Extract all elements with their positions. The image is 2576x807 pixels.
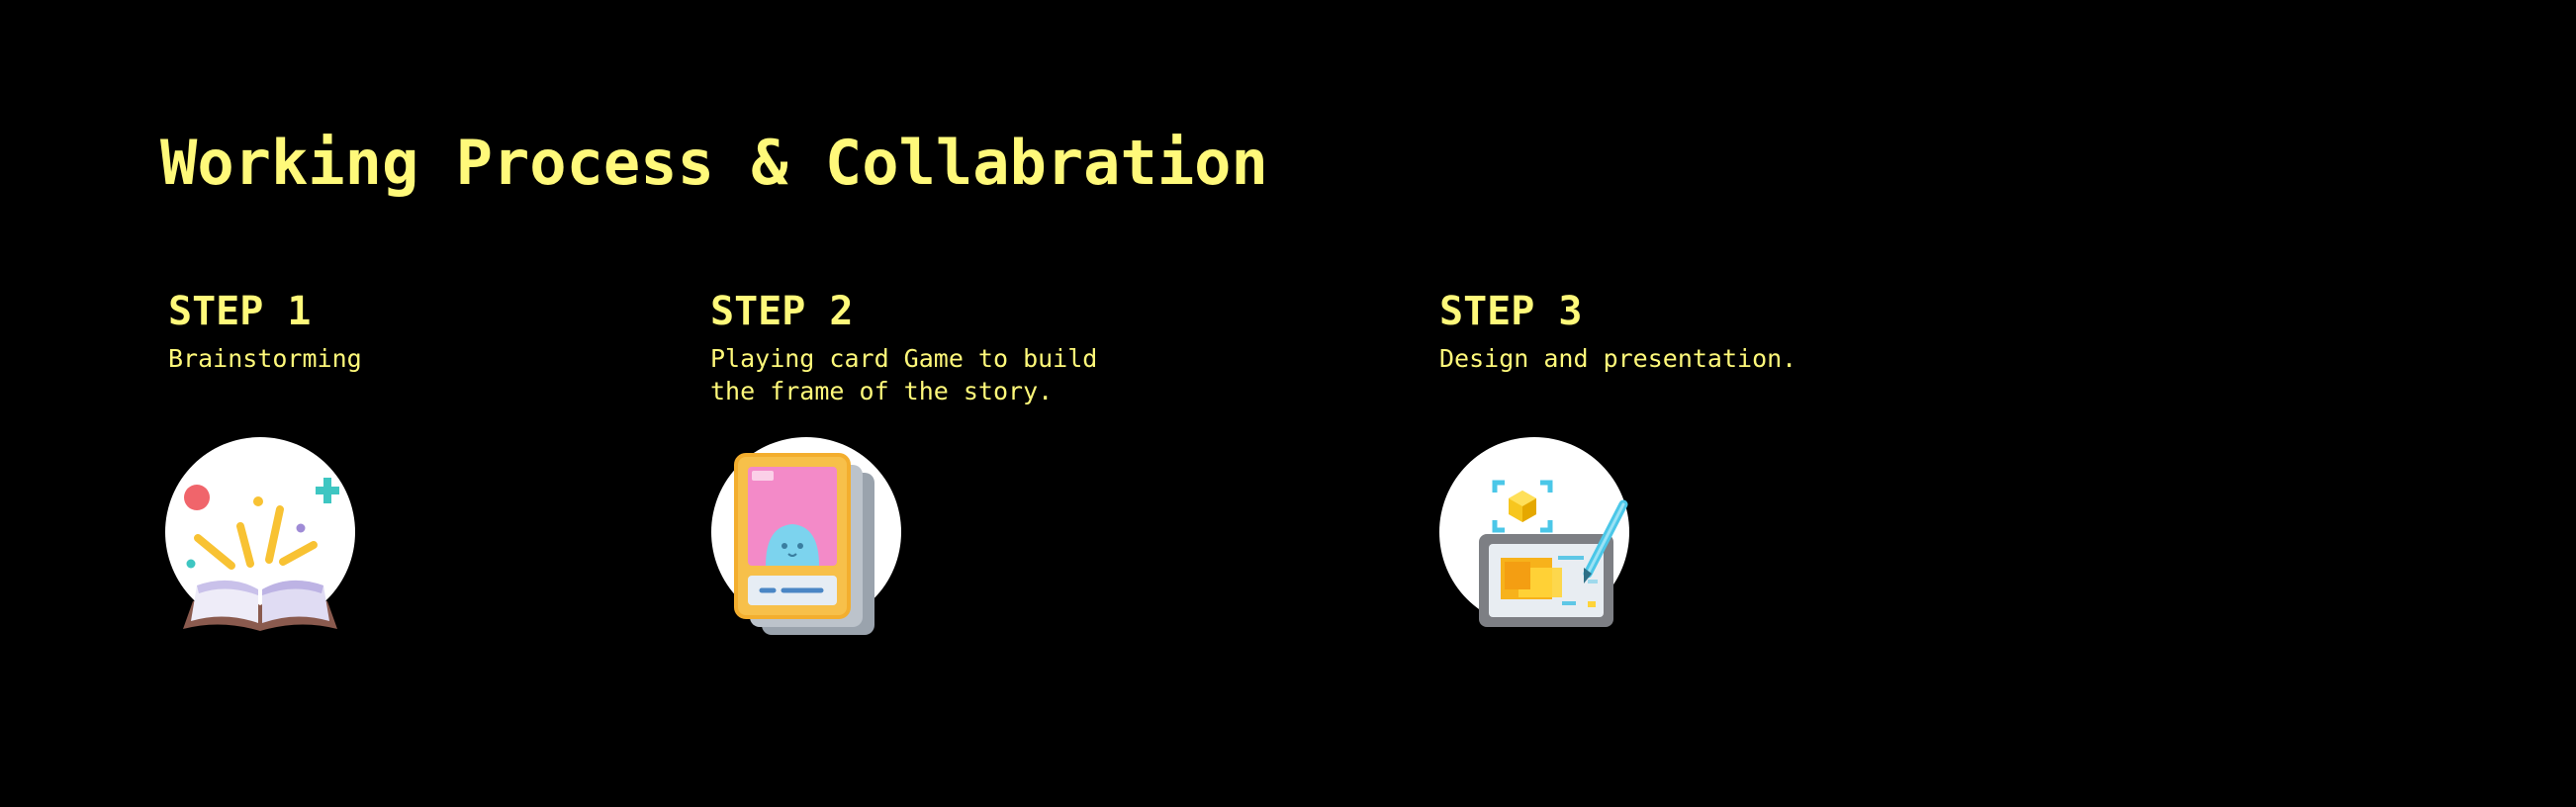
step-2-description: Playing card Game to build the frame of …: [710, 344, 1098, 405]
page-title: Working Process & Collabration: [160, 127, 1268, 199]
step-1: STEP 1 Brainstorming: [168, 285, 722, 375]
step-1-description: Brainstorming: [168, 344, 362, 373]
step-2: STEP 2 Playing card Game to build the fr…: [710, 285, 1264, 407]
step-2-label: STEP 2: [710, 289, 854, 334]
design-tablet-icon: [1439, 435, 1637, 643]
playing-cards-icon: [710, 435, 908, 643]
step-3-description: Design and presentation.: [1439, 344, 1797, 373]
step-3-label: STEP 3: [1439, 289, 1583, 334]
open-book-idea-icon: [161, 435, 359, 643]
step-1-label: STEP 1: [168, 289, 312, 334]
step-3: STEP 3 Design and presentation.: [1439, 285, 1993, 375]
